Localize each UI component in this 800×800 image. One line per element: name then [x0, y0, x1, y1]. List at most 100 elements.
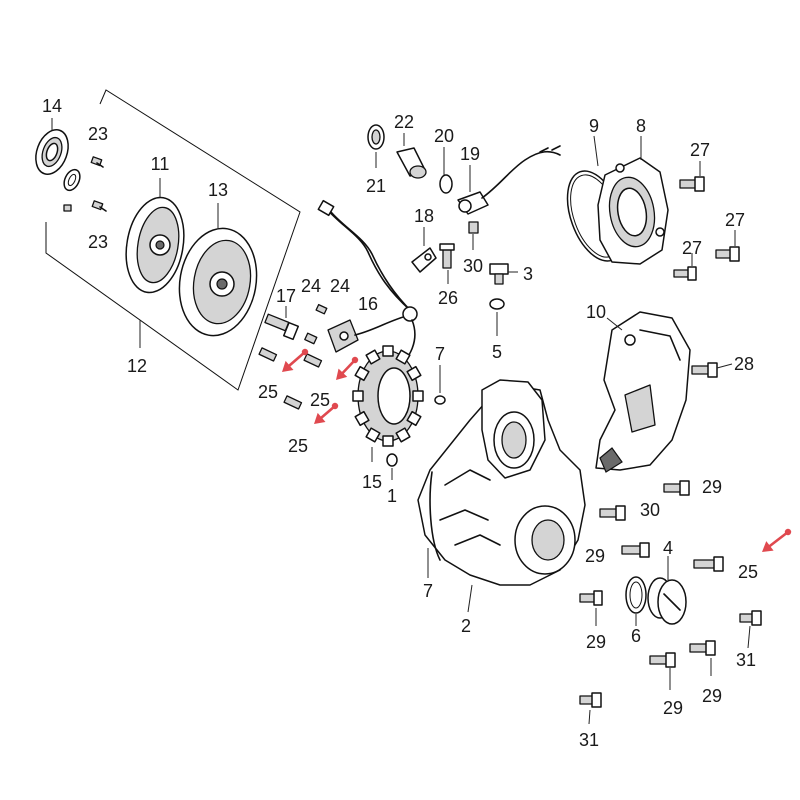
callout-27b: 27: [725, 210, 745, 230]
callout-10: 10: [586, 302, 606, 322]
callout-28: 28: [734, 354, 754, 374]
callout-7b: 7: [423, 581, 433, 601]
callout-15: 15: [362, 472, 382, 492]
screw-23-lower: [63, 200, 107, 212]
red-arrow: [282, 348, 309, 372]
sensor-19: [457, 145, 561, 215]
red-arrow: [762, 528, 792, 552]
stator-tooth: [382, 435, 394, 447]
bolt-31-a: [739, 610, 762, 649]
callout-29e: 29: [702, 686, 722, 706]
bolt-29-e: [689, 640, 716, 676]
callout-12: 12: [127, 356, 147, 376]
callout-11: 11: [151, 154, 170, 174]
callout-29c: 29: [586, 632, 606, 652]
callout-4: 4: [663, 538, 673, 558]
callout-9: 9: [589, 116, 599, 136]
stator-tooth: [365, 349, 381, 365]
bolt-29-b: [621, 542, 650, 558]
bolt-29-a: [663, 480, 690, 496]
callout-17: 17: [276, 286, 296, 306]
bolt-29-c: [579, 590, 603, 626]
callout-31b: 31: [579, 730, 599, 750]
stator-tooth: [406, 365, 422, 382]
callout-21: 21: [366, 176, 386, 196]
bushing-22: [396, 133, 427, 179]
stator-tooth: [354, 410, 370, 427]
washer-part: [63, 168, 81, 192]
pulser-coil-part: [317, 199, 418, 369]
screw-24-left: [304, 332, 318, 345]
cover-plate-8: [597, 136, 669, 265]
stator-tooth: [382, 345, 394, 357]
flywheel-rotor-part: [178, 203, 258, 337]
callout-3: 3: [523, 264, 533, 284]
bolt-26: [439, 243, 455, 284]
red-arrows: [282, 348, 792, 552]
callout-30b: 30: [640, 500, 660, 520]
crankcase-cover-left: [417, 379, 586, 613]
callout-30a: 30: [463, 256, 483, 276]
callout-14: 14: [42, 96, 62, 116]
bolt-17: [264, 306, 300, 341]
callout-20: 20: [434, 126, 454, 146]
group-bracket: [45, 89, 301, 391]
clamp-18: [411, 227, 437, 273]
callout-24b: 24: [330, 276, 350, 296]
oring-7-small: [434, 365, 446, 405]
bolt-25-d: [693, 556, 724, 572]
stator-tooth: [352, 390, 364, 402]
bolt-27-c: [673, 253, 697, 281]
stator-tooth: [406, 410, 422, 427]
callout-24a: 24: [301, 276, 321, 296]
bolt-28: [691, 362, 733, 378]
screw-30-upper: [468, 221, 479, 250]
callout-7a: 7: [435, 344, 445, 364]
callout-31a: 31: [736, 650, 756, 670]
plug-3: [489, 263, 518, 285]
callout-18: 18: [414, 206, 434, 226]
flywheel-hub-part: [125, 178, 185, 294]
bolt-29-d: [649, 652, 676, 690]
callout-23a: 23: [88, 124, 108, 144]
bolt-31-b: [579, 692, 602, 725]
stator-tooth: [365, 427, 381, 443]
callout-23b: 23: [88, 232, 108, 252]
callout-13: 13: [208, 180, 228, 200]
stator-tooth: [395, 349, 411, 365]
oil-seal-part: [35, 118, 69, 175]
screw-25-a: [258, 347, 278, 362]
bolt-27-b: [715, 230, 740, 262]
stator-tooth: [412, 390, 424, 402]
callout-19: 19: [460, 144, 480, 164]
callout-29d: 29: [663, 698, 683, 718]
red-arrow: [336, 356, 359, 380]
callout-22: 22: [394, 112, 414, 132]
callout-25c: 25: [288, 436, 308, 456]
callout-27a: 27: [690, 140, 710, 160]
stator-tooth: [354, 365, 370, 382]
screw-24-right: [315, 303, 328, 315]
callout-25b: 25: [310, 390, 330, 410]
callout-27c: 27: [682, 238, 702, 258]
screw-30-lower: [599, 505, 626, 521]
oring-20: [439, 147, 453, 194]
stator-tooth: [395, 427, 411, 443]
callout-25a: 25: [258, 382, 278, 402]
red-arrow: [314, 402, 339, 424]
screw-25-b: [303, 353, 323, 368]
callout-29b: 29: [585, 546, 605, 566]
screw-25-c: [283, 395, 303, 410]
callout-16: 16: [358, 294, 378, 314]
dowel-1: [386, 453, 398, 480]
callout-25d: 25: [738, 562, 758, 582]
stator-part: [352, 345, 424, 462]
cap-4: [647, 556, 687, 625]
seal-21: [367, 124, 385, 168]
callout-2: 2: [461, 616, 471, 636]
screw-23-upper: [90, 156, 104, 168]
washer-5: [489, 298, 505, 336]
callout-5: 5: [492, 342, 502, 362]
